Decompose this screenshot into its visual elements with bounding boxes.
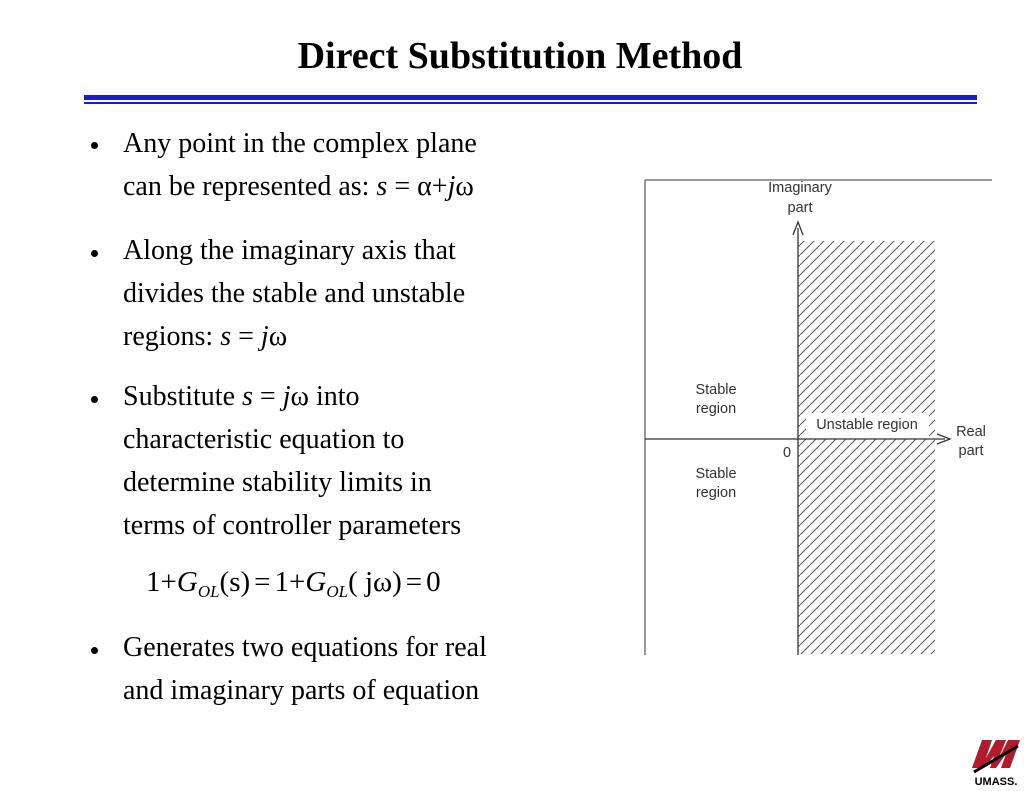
title-rule-thin: [84, 102, 977, 104]
bullet-4-line-1: Generates two equations for real: [123, 632, 487, 663]
equals: =: [252, 381, 283, 412]
unstable-region-label: Unstable region: [816, 417, 918, 433]
bullet-3-line-1: Substitute s = jω into: [123, 375, 613, 418]
umass-logo: UMASS.: [972, 740, 1020, 788]
bullet-marker: [91, 396, 98, 403]
bullet-marker: [91, 647, 98, 654]
eq-one: 1: [146, 566, 161, 598]
var-s: s: [220, 321, 232, 352]
omega: ω: [268, 321, 288, 352]
eq-equals: =: [254, 566, 271, 598]
real-axis-arrow-icon: [936, 433, 952, 445]
bullet-4: Generates two equations for real and ima…: [123, 626, 613, 712]
equals: =: [231, 321, 261, 352]
bullet-3-line-2: characteristic equation to: [123, 424, 405, 455]
eq-one: 1: [274, 566, 290, 598]
bullet-2-line-1: Along the imaginary axis that: [123, 235, 456, 266]
origin-label: 0: [783, 445, 791, 461]
logo-mark-icon: [972, 740, 1020, 768]
stable-region-upper-label-1: Stable: [695, 382, 736, 398]
var-s: s: [242, 381, 253, 412]
var-j: j: [260, 321, 269, 352]
logo-stroke: [973, 744, 1019, 774]
unstable-label-backdrop: [806, 413, 929, 439]
bullet-3-text: Substitute: [123, 381, 243, 412]
imaginary-axis-arrow-icon: [792, 220, 804, 236]
bullet-2-line-3: regions: s = jω: [123, 315, 613, 358]
eq-arg-s: (s): [219, 566, 251, 598]
stable-region-upper-label-2: region: [696, 401, 736, 417]
eq-plus: +: [160, 566, 177, 598]
bullet-1: Any point in the complex plane can be re…: [123, 122, 613, 208]
bullet-3-line-3: determine stability limits in: [123, 467, 432, 498]
bullet-1-line-1: Any point in the complex plane: [123, 128, 477, 159]
bullet-2-line-2: divides the stable and unstable: [123, 278, 466, 309]
bullet-3: Substitute s = jω into characteristic eq…: [123, 375, 613, 547]
unstable-region-hatch: [798, 241, 935, 654]
eq-plus: +: [289, 566, 306, 598]
eq-subscript: OL: [197, 582, 220, 601]
bullet-2-text: regions:: [123, 321, 221, 352]
eq-alpha: = α+: [387, 171, 448, 202]
bullet-1-line-2: can be represented as: s = α+jω: [123, 165, 613, 208]
omega: ω: [290, 381, 309, 412]
real-part-label-2: part: [959, 443, 984, 459]
var-s: s: [376, 171, 388, 202]
var-j: j: [447, 171, 456, 202]
eq-g: G: [305, 566, 327, 598]
bullet-marker: [91, 250, 98, 257]
bullet-3-rest: into: [308, 381, 360, 412]
stable-region-lower-label-2: region: [696, 485, 736, 501]
eq-arg-jw: ( jω): [348, 566, 402, 598]
imaginary-part-label-1: Imaginary: [768, 180, 832, 196]
eq-subscript: OL: [326, 582, 349, 601]
title-rule-thick: [84, 95, 977, 100]
characteristic-equation: 1+GOL(s)=1+GOL( jω)=0: [146, 562, 441, 612]
eq-zero: 0: [426, 566, 441, 598]
complex-plane-diagram: Imaginary part Stable region Unstable re…: [644, 179, 992, 655]
omega: ω: [455, 171, 474, 202]
bullet-1-text: can be represented as:: [123, 171, 377, 202]
eq-equals: =: [405, 566, 423, 598]
slide-title: Direct Substitution Method: [297, 35, 743, 77]
var-j: j: [282, 381, 291, 412]
bullet-4-line-2: and imaginary parts of equation: [123, 675, 480, 706]
logo-wordmark: UMASS.: [975, 776, 1018, 788]
bullet-2: Along the imaginary axis that divides th…: [123, 229, 613, 358]
real-part-label-1: Real: [956, 424, 986, 440]
eq-g: G: [176, 566, 198, 598]
stable-region-lower-label-1: Stable: [695, 466, 736, 482]
imaginary-part-label-2: part: [788, 200, 813, 216]
bullet-marker: [91, 142, 98, 149]
bullet-3-line-4: terms of controller parameters: [123, 510, 462, 541]
